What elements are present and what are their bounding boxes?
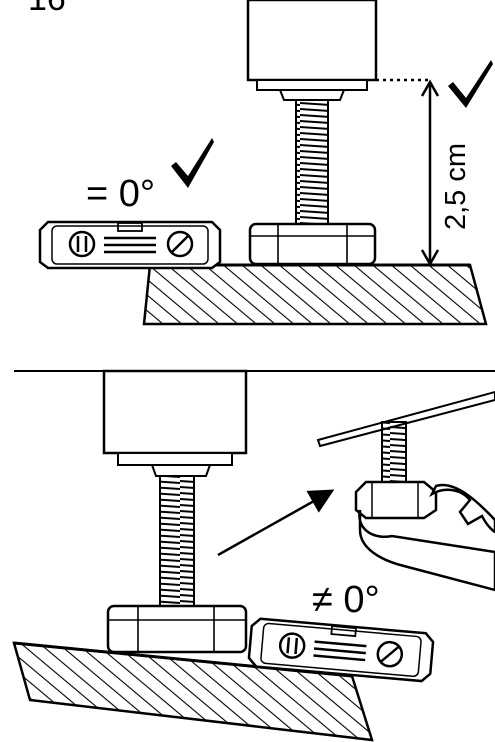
spirit-level-top xyxy=(38,220,222,270)
top-panel: 2,5 cm = 0° xyxy=(38,0,493,326)
foot-top xyxy=(248,222,377,266)
appliance-leg-top xyxy=(246,0,378,101)
spirit-level-bottom xyxy=(247,617,435,683)
leveling-screw-bottom xyxy=(159,475,195,611)
detail-arrow xyxy=(217,489,335,557)
level-label-bottom: ≠ 0° xyxy=(312,579,380,621)
height-label: 2,5 cm xyxy=(440,143,472,230)
step-number: 16 xyxy=(28,0,66,18)
appliance-leg-bottom xyxy=(102,369,248,477)
floor-top xyxy=(142,263,488,326)
height-dimension: 2,5 cm xyxy=(376,78,472,267)
wrench-detail xyxy=(316,390,495,592)
checkmark-icon xyxy=(171,138,214,188)
checkmark-icon xyxy=(448,60,493,108)
foot-bottom xyxy=(106,604,248,654)
wrench-icon xyxy=(358,483,495,592)
level-label-top: = 0° xyxy=(86,173,155,215)
bottom-panel: ≠ 0° xyxy=(12,369,495,742)
leveling-screw-top xyxy=(295,99,329,225)
